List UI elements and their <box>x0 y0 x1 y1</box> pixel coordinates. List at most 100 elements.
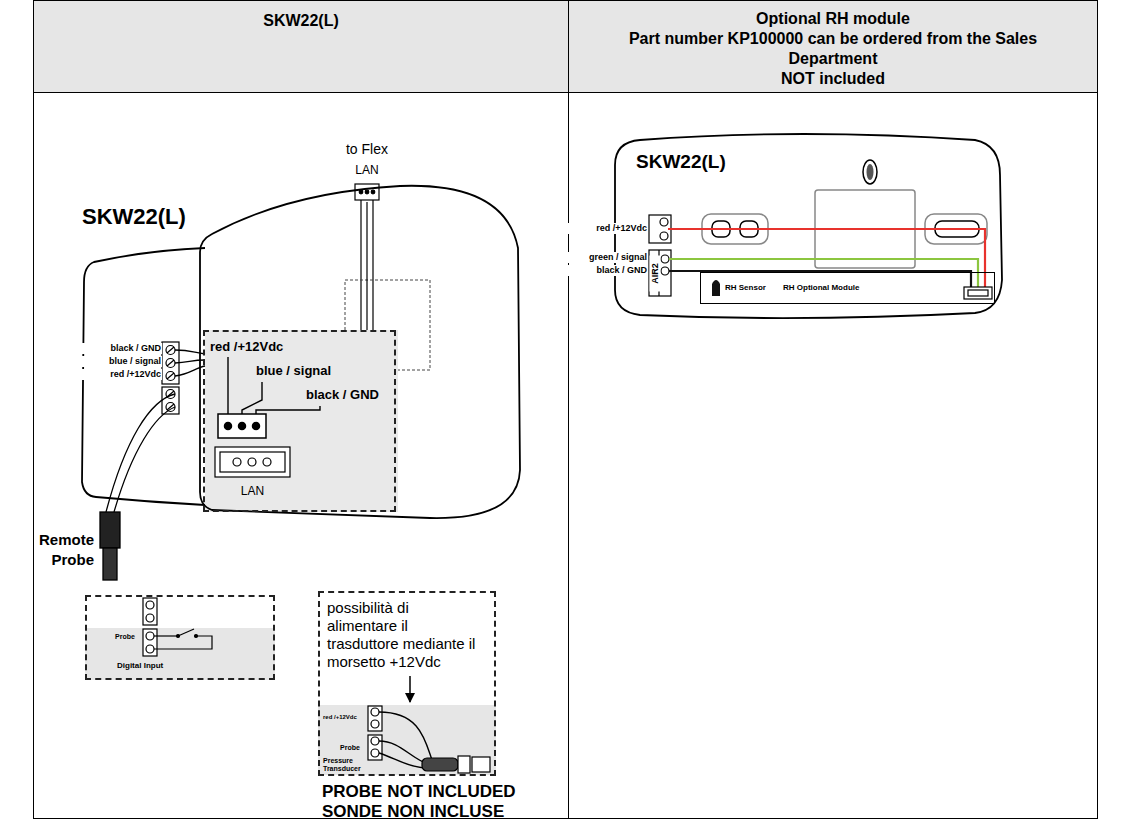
lan-cable-part <box>359 190 363 194</box>
node-text: RH Optional Module <box>783 283 859 293</box>
switch-symbol-part <box>195 635 198 638</box>
wire-label: red /+12Vdc <box>560 223 648 234</box>
lan-socket-part <box>248 458 256 466</box>
switch-symbol <box>154 629 212 649</box>
lan-cable-part <box>355 184 379 200</box>
lan-socket-part <box>233 458 241 466</box>
node-text: Part number KP100000 can be ordered from… <box>583 29 1083 69</box>
lan-cable-part <box>360 200 361 330</box>
rh-wires-part <box>668 229 985 288</box>
switch-symbol-part <box>177 635 180 638</box>
terminal-block-part <box>661 255 669 263</box>
device-outline: SKW22(L) RH Sensor RH Optional Module <box>612 130 1004 322</box>
terminal-block-part <box>649 215 671 243</box>
node-text: LAN <box>342 163 392 178</box>
lan-socket-part <box>215 447 290 477</box>
terminal-block-part <box>166 372 175 381</box>
node-text: LAN <box>215 484 290 499</box>
terminal-block-part <box>146 601 154 609</box>
remote-probe-part <box>103 548 117 580</box>
terminal-block-part <box>167 347 174 353</box>
lan-cable-wire <box>366 202 367 330</box>
terminal-block-part <box>368 706 382 731</box>
wire-label: black / GND <box>560 265 648 276</box>
pressure-transducer-part <box>472 757 490 772</box>
node-text: Probe <box>115 632 135 641</box>
terminal-label: red /+12Vdc <box>60 369 162 380</box>
terminal-block <box>143 598 157 656</box>
terminal-block-part <box>371 737 379 745</box>
terminal-block-part <box>166 346 175 355</box>
probe-label: Remote Probe <box>20 530 94 570</box>
terminal-block-part <box>371 749 379 757</box>
node-text: Probe <box>340 743 360 752</box>
header-cell: SKW22(L) <box>33 0 569 93</box>
node-text: Optional RH module <box>583 9 1083 29</box>
terminal-name: AIR2 <box>650 256 661 292</box>
lan-cable-part <box>365 190 369 194</box>
mounting-holes-part <box>863 160 877 184</box>
lan-cable-part <box>372 200 373 330</box>
terminal-block-part <box>371 720 379 728</box>
terminal-block-part <box>167 373 174 379</box>
terminal-label: black / GND <box>60 343 162 354</box>
inset-pressure-transducer: possibilità di alimentare il trasduttore… <box>318 591 496 776</box>
inset-ground <box>85 628 275 680</box>
terminal-block-part <box>143 629 157 656</box>
node-text: possibilità di alimentare il trasduttore… <box>327 599 479 671</box>
inset-digital-input: ProbeDigital Input <box>85 595 275 680</box>
switch-symbol-part <box>154 636 212 649</box>
pin-header-part <box>225 423 232 430</box>
transducer-wires-part <box>379 741 428 764</box>
note: PROBE NOT INCLUDED <box>322 781 516 802</box>
terminal-block-part <box>660 232 668 240</box>
node-text: SKW22(L) <box>636 150 726 174</box>
terminal-block-part <box>166 359 175 368</box>
transducer-wires-part <box>379 712 432 760</box>
terminal-block-part <box>146 614 154 622</box>
lan-socket: LAN <box>215 447 290 502</box>
remote-probe <box>100 394 175 580</box>
node-text: SKW22(L) <box>51 11 551 31</box>
rh-connector <box>964 287 992 299</box>
internal-wires-part <box>227 357 228 420</box>
remote-probe-part <box>100 512 120 548</box>
node-text: Pressure Transducer <box>323 757 369 773</box>
rh-module: RH Sensor RH Optional Module <box>700 272 995 304</box>
remote-probe-part <box>114 407 175 512</box>
terminal-block <box>368 706 382 760</box>
terminal-block-part <box>143 598 157 625</box>
table-grid <box>34 93 1098 819</box>
header-cell: Optional RH modulePart number KP100000 c… <box>568 0 1098 93</box>
inset-ground <box>318 705 496 775</box>
terminal-block-part <box>649 250 671 296</box>
node-text: RH Sensor <box>725 283 766 293</box>
node-text: NOT included <box>583 69 1083 89</box>
pin-header <box>218 414 266 438</box>
mounting-holes-part <box>867 164 874 180</box>
housing-outline <box>615 134 1002 318</box>
terminal-label: blue / signal <box>60 356 162 367</box>
terminal-block <box>162 342 179 414</box>
lan-connector: to FlexLAN <box>342 140 392 202</box>
node-text: to Flex <box>330 140 404 158</box>
terminal-block-part <box>146 632 154 640</box>
rh-sensor-icon <box>712 280 720 296</box>
lan-cable <box>355 184 379 330</box>
node-text: red /+12Vdc <box>210 339 283 355</box>
switch-symbol-part <box>178 629 194 636</box>
node-text: blue / signal <box>256 363 331 379</box>
rh-connector-part <box>968 290 988 296</box>
wiring-detail: red /+12Vdcblue / signalblack / GNDLAN <box>203 330 396 512</box>
pressure-transducer <box>422 756 490 773</box>
pin-header-part <box>253 423 260 430</box>
remote-probe-part <box>106 394 175 512</box>
pin-header-part <box>218 414 266 438</box>
pressure-transducer-part <box>458 756 470 773</box>
terminal-block-part <box>167 360 174 366</box>
terminal-block-part <box>368 735 382 760</box>
lan-socket <box>215 447 290 477</box>
transducer-wires-part <box>379 753 424 768</box>
